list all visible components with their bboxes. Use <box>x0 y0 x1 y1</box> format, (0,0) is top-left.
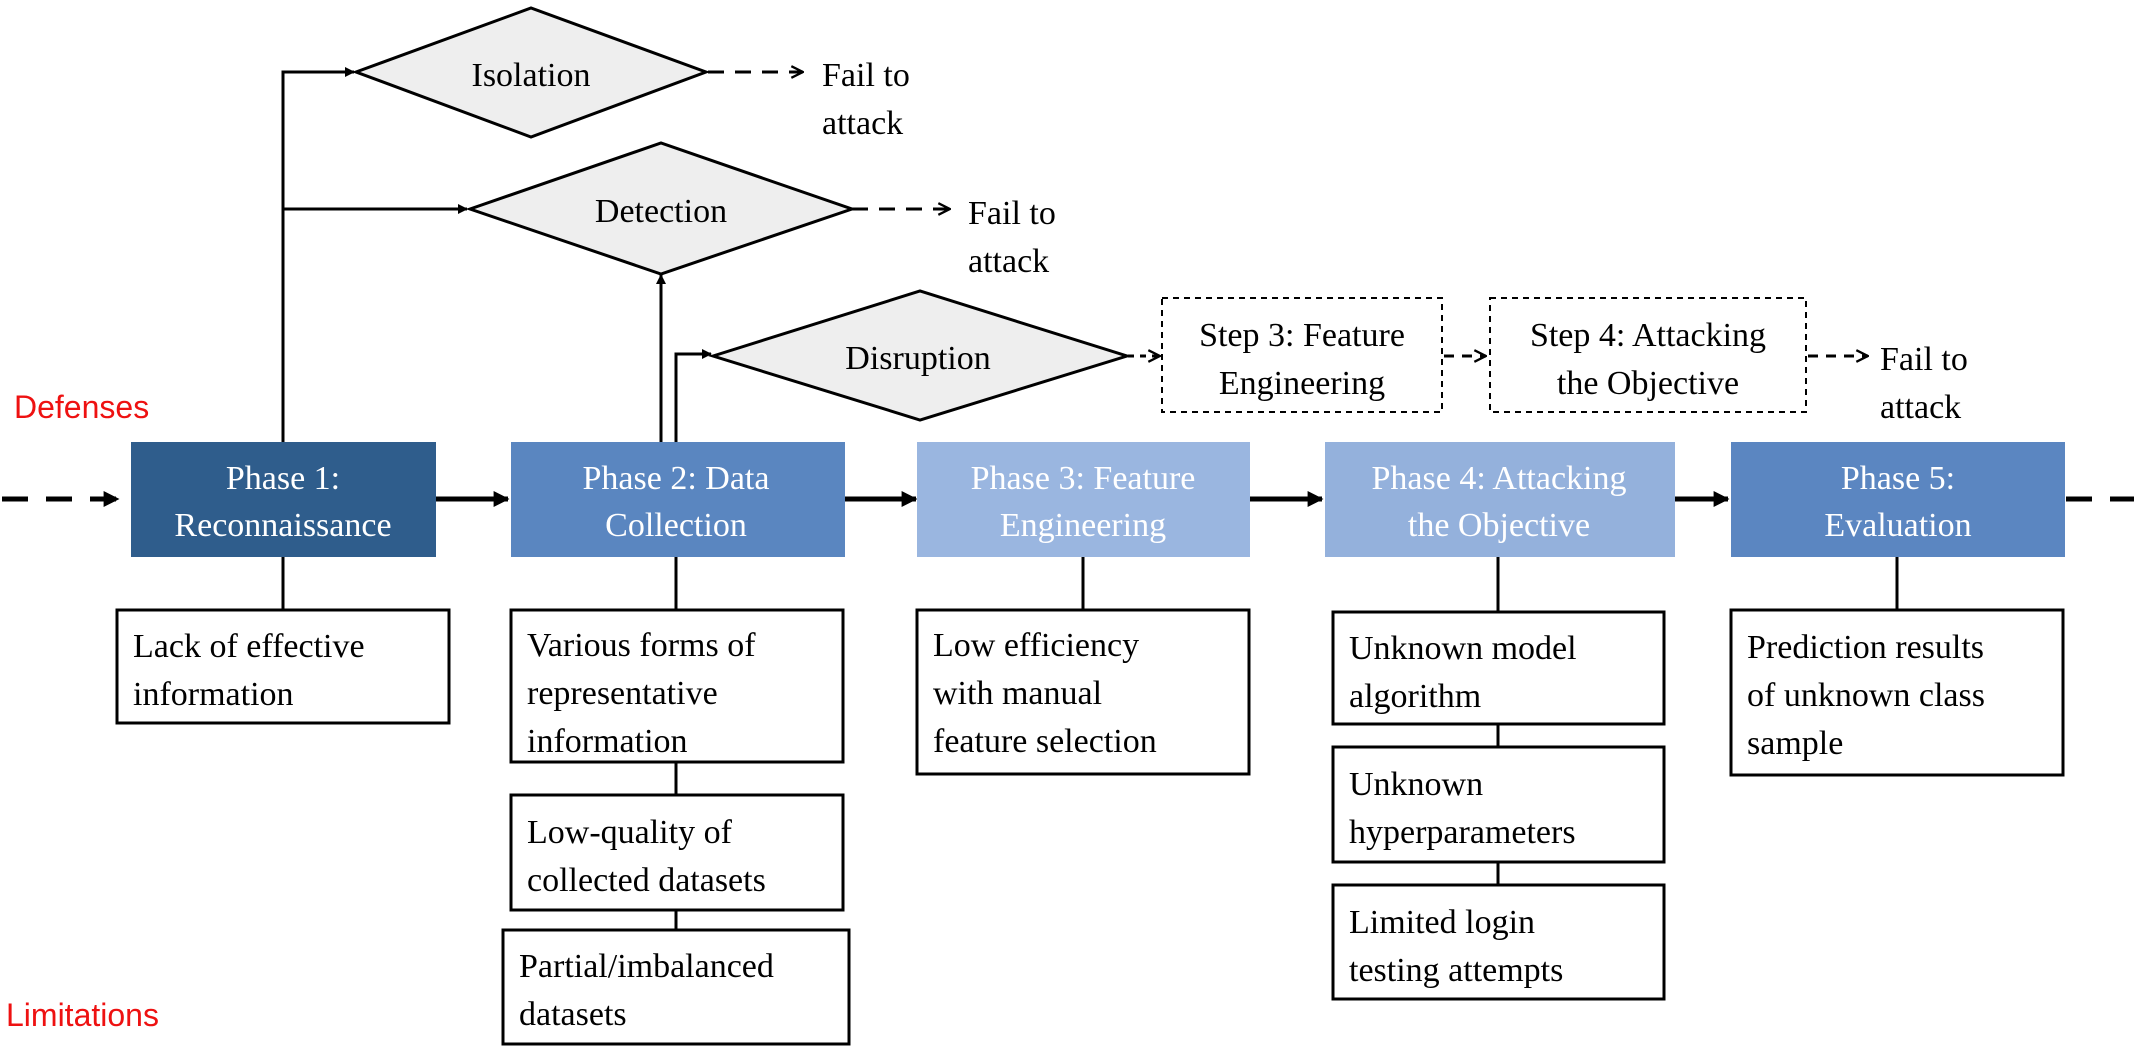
limitation-line: hyperparameters <box>1349 814 1576 851</box>
limitation-box-shape <box>1331 610 1666 726</box>
fail-label-step4: Fail to attack <box>1880 341 1968 426</box>
fail-label-detection: Fail to attack <box>968 195 1056 280</box>
limitation-box: Various forms of representative informat… <box>509 608 845 764</box>
phase-1-box-shape <box>131 442 436 557</box>
isolation-diamond-shape <box>351 6 711 139</box>
step3-box: Step 3: Feature Engineering <box>1161 297 1443 413</box>
limitation-line: Low efficiency <box>933 627 1139 664</box>
fail-line2: attack <box>822 105 903 142</box>
phase-3-line2: Engineering <box>1000 507 1166 544</box>
limitation-box-shape <box>1331 883 1666 1001</box>
defenses-label: Defenses <box>14 389 149 425</box>
limitation-box-shape <box>509 793 845 912</box>
limitation-line: Unknown model <box>1349 630 1577 667</box>
phase-5-line2: Evaluation <box>1824 507 1971 544</box>
fail-line1: Fail to <box>822 57 910 94</box>
disruption-label: Disruption <box>845 340 990 377</box>
limitation-line: Various forms of <box>527 627 756 664</box>
limitation-box: Unknown hyperparameters <box>1331 745 1666 864</box>
detection-diamond: Detection <box>465 141 857 276</box>
limitation-line: algorithm <box>1349 678 1481 715</box>
phase-1-line1: Phase 1: <box>226 460 340 497</box>
phase-5-box-shape <box>1731 442 2065 557</box>
phase-4-box-shape <box>1325 442 1675 557</box>
limitation-line: information <box>527 723 688 760</box>
limitation-line: feature selection <box>933 723 1157 760</box>
isolation-label: Isolation <box>472 57 591 94</box>
limitation-line: Low-quality of <box>527 814 733 851</box>
phase-4-box: Phase 4: Attacking the Objective <box>1325 442 1675 557</box>
phase-3-line1: Phase 3: Feature <box>971 460 1196 497</box>
isolation-diamond: Isolation <box>351 6 711 139</box>
fail-line1: Fail to <box>1880 341 1968 378</box>
limitation-line: of unknown class <box>1747 677 1985 714</box>
limitation-box-shape <box>115 608 451 725</box>
detection-label: Detection <box>595 193 727 230</box>
limitation-box: Lack of effective information <box>115 608 451 725</box>
step4-box: Step 4: Attacking the Objective <box>1489 297 1807 413</box>
step3-box-shape <box>1161 297 1443 413</box>
phase-5-line1: Phase 5: <box>1841 460 1955 497</box>
limitation-line: collected datasets <box>527 862 766 899</box>
limitation-box: Low efficiency with manual feature selec… <box>915 608 1251 776</box>
limitation-box: Prediction results of unknown class samp… <box>1729 608 2065 777</box>
step4-line1: Step 4: Attacking <box>1530 317 1766 354</box>
phase1-to-isolation-line <box>281 67 355 442</box>
disruption-diamond: Disruption <box>707 289 1133 422</box>
step4-line2: the Objective <box>1557 365 1739 402</box>
limitation-line: sample <box>1747 725 1843 762</box>
phase-1-box: Phase 1: Reconnaissance <box>131 442 436 557</box>
limitation-box: Unknown model algorithm <box>1331 610 1666 726</box>
fail-line2: attack <box>968 243 1049 280</box>
limitation-line: Prediction results <box>1747 629 1984 666</box>
limitation-line: representative <box>527 675 718 712</box>
limitation-line: Limited login <box>1349 904 1535 941</box>
fail-line1: Fail to <box>968 195 1056 232</box>
phase-2-line2: Collection <box>605 507 747 544</box>
phase2-to-disruption-line <box>674 349 712 442</box>
limitation-line: Partial/imbalanced <box>519 948 774 985</box>
limitation-line: Unknown <box>1349 766 1483 803</box>
fail-label-isolation: Fail to attack <box>822 57 910 142</box>
limitation-box-shape <box>1331 745 1666 864</box>
phase-4-line2: the Objective <box>1408 507 1590 544</box>
phase-2-line1: Phase 2: Data <box>583 460 770 497</box>
detection-diamond-shape <box>465 141 857 276</box>
step3-line2: Engineering <box>1219 365 1385 402</box>
phase-3-box-shape <box>917 442 1250 557</box>
disruption-diamond-shape <box>707 289 1133 422</box>
limitation-line: datasets <box>519 996 627 1033</box>
limitation-box-shape <box>509 608 845 764</box>
phase-4-line1: Phase 4: Attacking <box>1372 460 1627 497</box>
step4-box-shape <box>1489 297 1807 413</box>
limitation-connectors <box>281 557 1899 930</box>
phase-2-box: Phase 2: Data Collection <box>511 442 845 557</box>
step3-line1: Step 3: Feature <box>1199 317 1405 354</box>
limitation-line: testing attempts <box>1349 952 1563 989</box>
phase-2-box-shape <box>511 442 845 557</box>
limitation-line: Lack of effective <box>133 628 365 665</box>
limitation-box: Partial/imbalanced datasets <box>501 928 851 1046</box>
limitation-line: with manual <box>933 675 1102 712</box>
limitation-box: Low-quality of collected datasets <box>509 793 845 912</box>
phase-3-box: Phase 3: Feature Engineering <box>917 442 1250 557</box>
dashed-connectors <box>708 72 1868 356</box>
phase-1-line2: Reconnaissance <box>174 507 391 544</box>
limitation-box: Limited login testing attempts <box>1331 883 1666 1001</box>
limitation-box-shape <box>915 608 1251 776</box>
limitation-line: information <box>133 676 294 713</box>
limitation-box-shape <box>501 928 851 1046</box>
fail-line2: attack <box>1880 389 1961 426</box>
limitations-label: Limitations <box>6 997 159 1033</box>
phase-5-box: Phase 5: Evaluation <box>1731 442 2065 557</box>
limitation-box-shape <box>1729 608 2065 777</box>
defense-connectors <box>281 67 712 442</box>
